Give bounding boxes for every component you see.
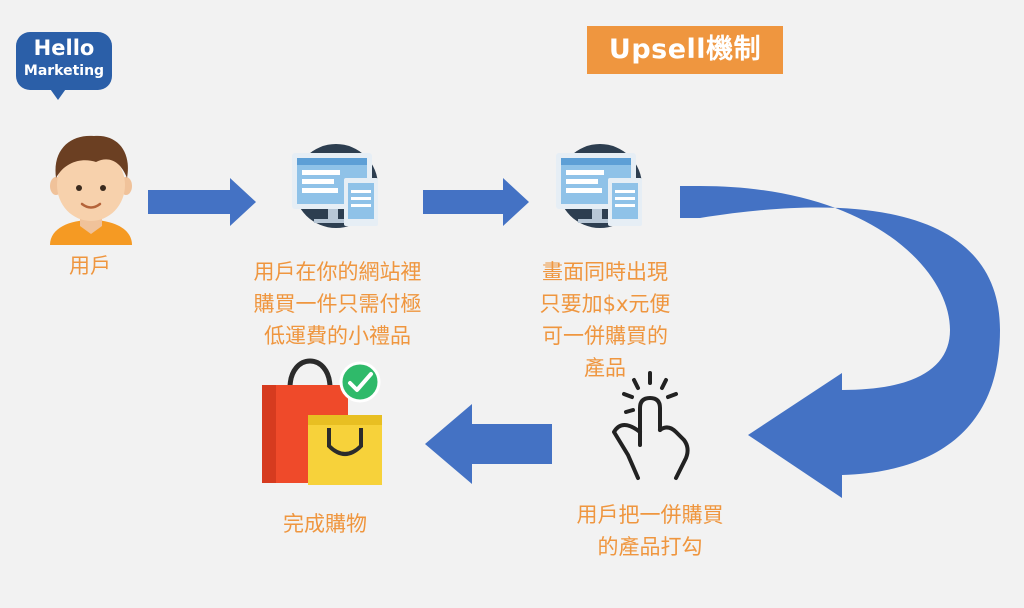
flow-arrow-2	[423, 178, 529, 226]
step2-line-4: 產品	[584, 356, 626, 380]
logo-text-marketing: Marketing	[23, 63, 105, 79]
tap-hand-icon	[612, 371, 690, 480]
flow-arrow-curve	[680, 186, 1000, 498]
user-label: 用戶	[69, 254, 111, 278]
diagram-title: Upsell機制	[587, 26, 783, 74]
logo-badge	[16, 32, 112, 90]
step4-label: 完成購物	[283, 512, 367, 536]
step1-line-1: 用戶在你的網站裡	[253, 260, 422, 284]
step2-line-2: 只要加$x元便	[539, 292, 671, 316]
flow-arrow-1	[148, 178, 256, 226]
user-avatar-icon	[50, 135, 132, 245]
step1-line-3: 低運費的小禮品	[264, 324, 411, 348]
step1-line-2: 購買一件只需付極	[253, 292, 422, 316]
step2-label: 畫面同時出現 只要加$x元便 可一併購買的 產品	[510, 256, 700, 384]
step1-label: 用戶在你的網站裡 購買一件只需付極 低運費的小禮品	[225, 256, 450, 352]
shopping-bags-icon	[262, 358, 382, 485]
step2-line-3: 可一併購買的	[542, 324, 668, 348]
step2-line-1: 畫面同時出現	[542, 260, 668, 284]
step3-label: 用戶把一併購買 的產品打勾	[545, 499, 755, 563]
step3-line-2: 的產品打勾	[597, 535, 703, 559]
computer-screen-icon	[292, 144, 378, 228]
flow-arrow-4	[425, 404, 552, 484]
check-badge-icon	[339, 361, 381, 403]
computer-screen-icon	[556, 144, 642, 228]
logo-text-hello: Hello	[33, 36, 95, 60]
logo-tail	[48, 86, 68, 100]
step3-line-1: 用戶把一併購買	[576, 503, 724, 527]
